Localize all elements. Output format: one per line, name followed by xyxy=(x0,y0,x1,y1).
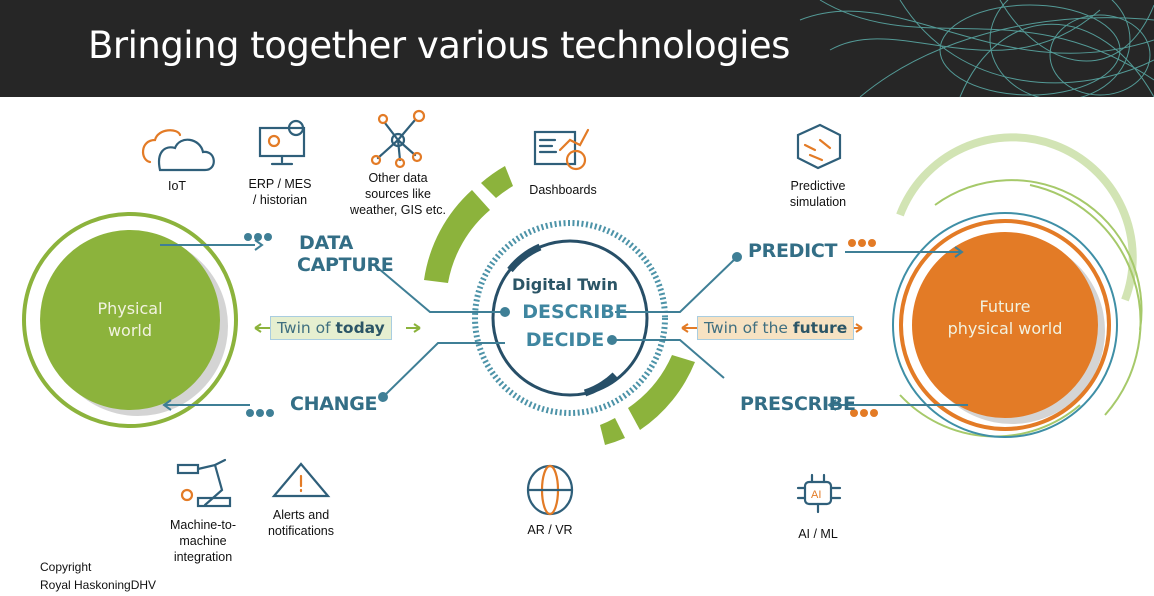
ai-chip-icon: AI xyxy=(796,473,842,514)
physical-world-circle xyxy=(22,212,238,428)
cloud-icon xyxy=(142,129,215,172)
alerts-line: notifications xyxy=(267,524,334,538)
computer-gear-icon xyxy=(258,119,306,166)
erp-label-line: / historian xyxy=(252,193,308,207)
twin-future-bold: future xyxy=(792,319,848,337)
ar-vr-icon xyxy=(526,464,574,516)
change-label: CHANGE xyxy=(290,393,378,415)
decorative-lines xyxy=(799,0,1154,97)
robot-arm-icon xyxy=(176,458,232,508)
ai-ml-label: AI / ML xyxy=(798,527,838,541)
m2m-line: Machine-to- xyxy=(170,518,236,532)
digital-twin-circle xyxy=(472,220,668,416)
m2m-line: integration xyxy=(173,550,233,564)
decide-label: DECIDE xyxy=(525,329,605,351)
twin-of-today-box: Twin of today xyxy=(270,316,392,340)
copyright-line: Royal HaskoningDHV xyxy=(40,578,157,592)
connector-lines xyxy=(160,239,968,411)
orange-dots xyxy=(848,239,878,417)
other-data-line: weather, GIS etc. xyxy=(350,203,446,217)
prescribe-label: PRESCRIBE xyxy=(740,393,856,415)
alerts-label: Alerts and notifications xyxy=(256,507,346,539)
twin-future-prefix: Twin of the xyxy=(704,319,793,337)
physical-world-label: Physical world xyxy=(40,298,220,342)
predictive-line: simulation xyxy=(789,195,847,209)
warning-icon xyxy=(271,462,331,498)
erp-label-line: ERP / MES xyxy=(248,177,312,191)
future-world-circle xyxy=(892,133,1143,438)
svg-text:AI: AI xyxy=(811,489,821,501)
twin-today-arrows xyxy=(254,323,421,333)
physical-line: world xyxy=(107,321,153,340)
future-world-label: Future physical world xyxy=(905,296,1105,340)
twin-of-future-box: Twin of the future xyxy=(697,316,855,340)
predictive-line: Predictive xyxy=(790,179,846,193)
data-capture-line: CAPTURE xyxy=(297,254,394,276)
other-data-label: Other data sources like weather, GIS etc. xyxy=(340,170,456,218)
other-data-line: Other data xyxy=(368,171,428,185)
describe-label: DESCRIBE xyxy=(522,301,628,323)
twin-today-bold: today xyxy=(335,319,385,337)
future-line: physical world xyxy=(947,319,1063,338)
predict-label: PREDICT xyxy=(748,240,838,262)
m2m-label: Machine-to-machine integration xyxy=(160,517,246,565)
digital-twin-title: Digital Twin xyxy=(511,275,618,294)
ar-vr-label: AR / VR xyxy=(527,523,573,537)
iot-label: IoT xyxy=(167,179,187,193)
data-capture-line: DATA xyxy=(299,232,353,254)
future-line: Future xyxy=(979,297,1031,316)
physical-line: Physical xyxy=(97,299,163,318)
header-bar: Bringing together various technologies xyxy=(0,0,1154,97)
copyright-line: Copyright xyxy=(40,560,92,574)
connector-dots xyxy=(244,233,742,417)
m2m-line: machine xyxy=(179,534,227,548)
predictive-label: Predictive simulation xyxy=(775,178,861,210)
chip-icon xyxy=(796,123,842,170)
network-icon xyxy=(370,109,426,169)
erp-label: ERP / MES / historian xyxy=(240,176,320,208)
twin-today-prefix: Twin of xyxy=(277,319,336,337)
alerts-line: Alerts and xyxy=(272,508,330,522)
green-arc-segments xyxy=(424,166,695,445)
page-title: Bringing together various technologies xyxy=(88,24,790,67)
other-data-line: sources like xyxy=(365,187,431,201)
dashboard-icon xyxy=(533,128,590,171)
dashboards-label: Dashboards xyxy=(529,183,597,197)
